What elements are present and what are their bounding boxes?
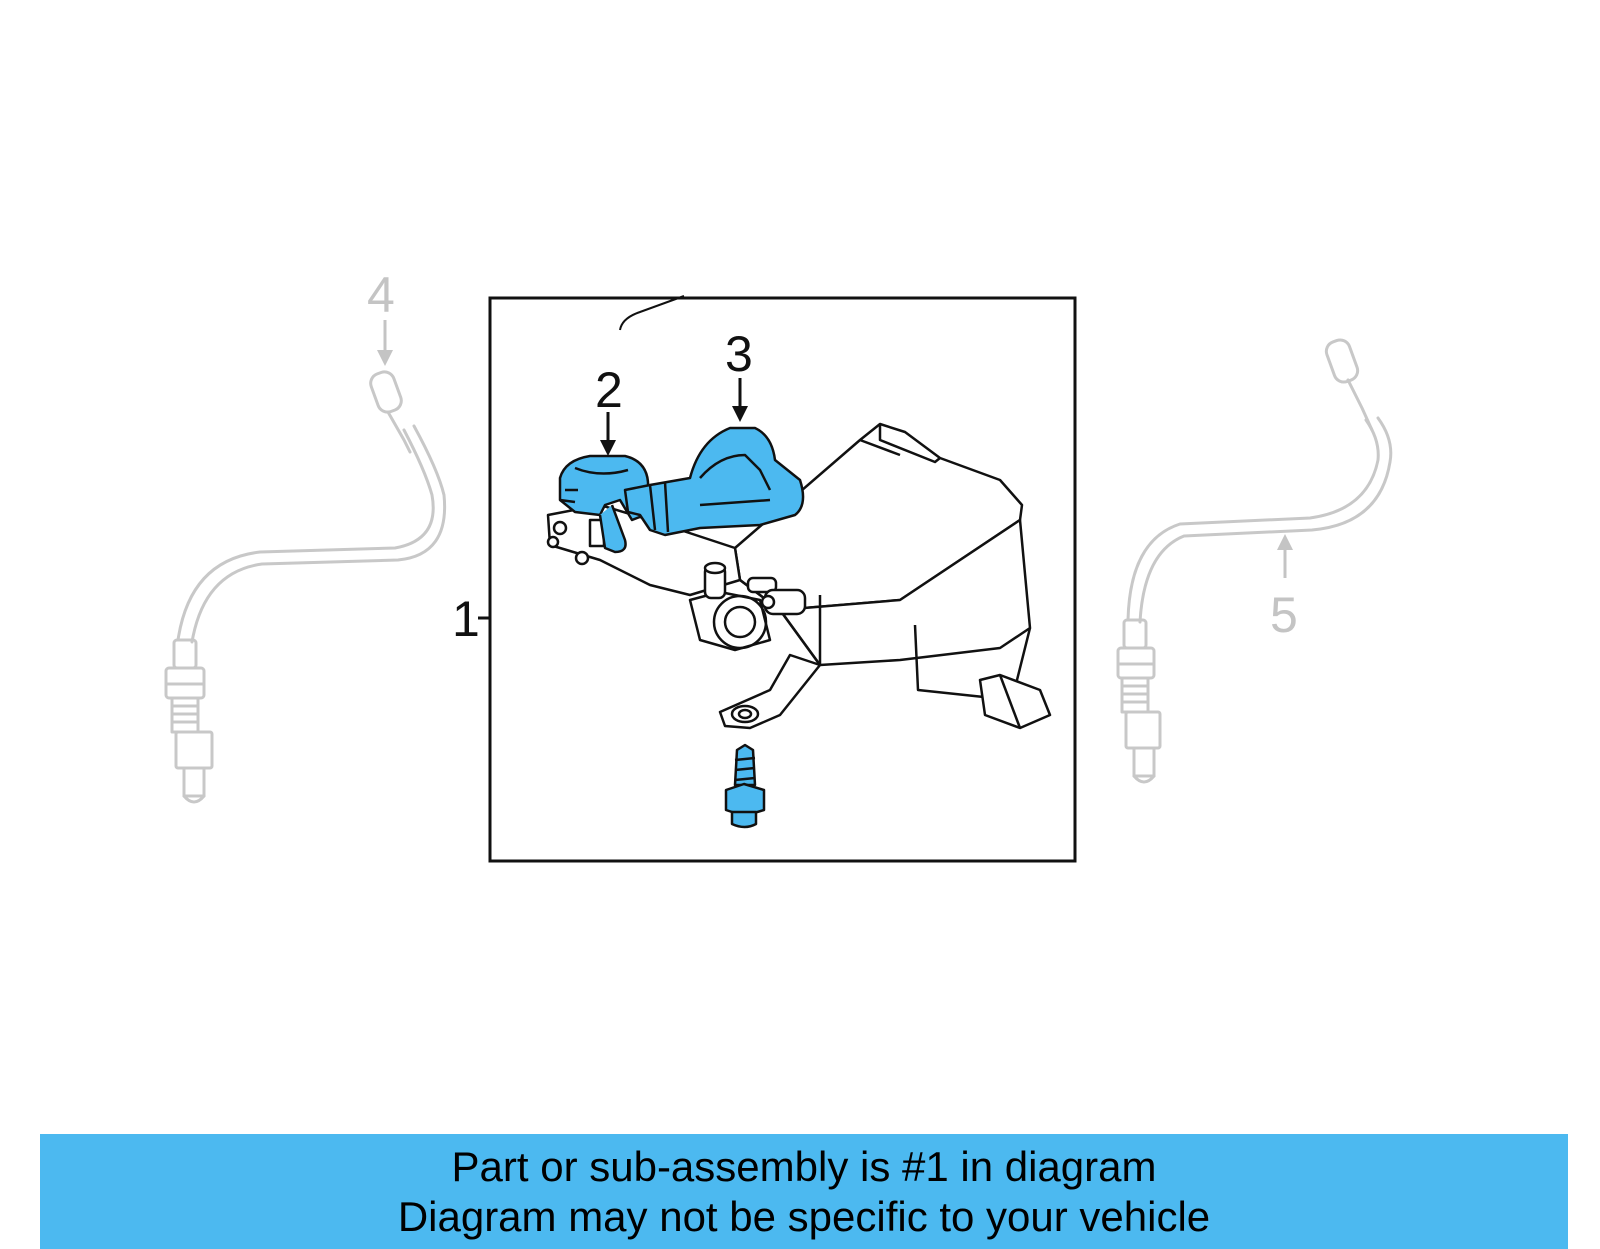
svg-text:2: 2 xyxy=(595,362,623,418)
footer-line-1: Part or sub-assembly is #1 in diagram xyxy=(451,1142,1157,1190)
svg-text:1: 1 xyxy=(452,591,480,647)
footer-banner: Part or sub-assembly is #1 in diagram Di… xyxy=(40,1134,1568,1249)
callout-1: 1 xyxy=(452,591,490,647)
callout-3: 3 xyxy=(725,326,753,422)
callout-5: 5 xyxy=(1270,534,1298,643)
evap-canister-icon[interactable] xyxy=(546,422,1052,730)
oxygen-sensor-5-icon[interactable] xyxy=(1116,337,1393,784)
svg-text:5: 5 xyxy=(1270,587,1298,643)
oxygen-sensor-4-icon[interactable] xyxy=(164,369,447,804)
svg-text:4: 4 xyxy=(367,267,395,323)
bolt-icon[interactable] xyxy=(724,743,766,829)
callout-4: 4 xyxy=(367,267,395,366)
callout-2: 2 xyxy=(595,362,623,456)
footer-line-2: Diagram may not be specific to your vehi… xyxy=(397,1192,1211,1240)
svg-text:3: 3 xyxy=(725,326,753,382)
purge-hose-icon[interactable] xyxy=(623,426,805,537)
